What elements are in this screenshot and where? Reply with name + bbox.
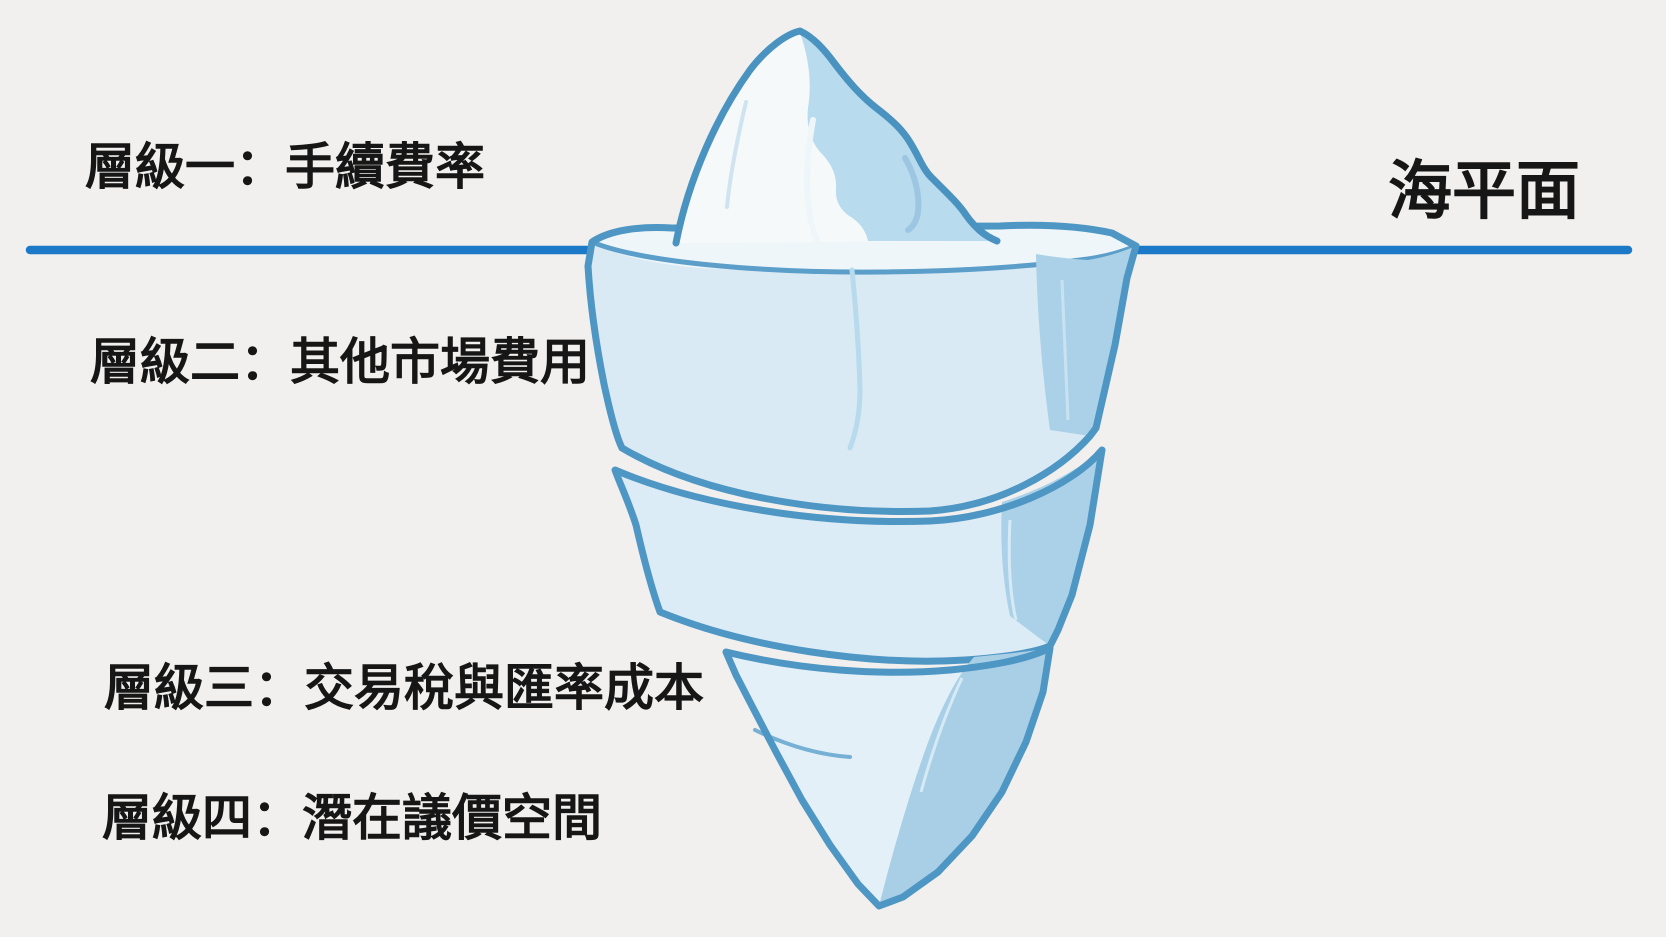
- iceberg-underwater-block-1: [584, 221, 1140, 515]
- iceberg-tip: [672, 27, 1001, 247]
- sea-level-label: 海平面: [1388, 155, 1580, 227]
- layer-1-label: 層級一：手續費率: [85, 139, 485, 195]
- layer-4-label: 層級四：潛在議價空間: [102, 790, 602, 846]
- layer-3-label: 層級三：交易稅與匯率成本: [104, 660, 704, 716]
- layer-2-label: 層級二：其他市場費用: [90, 334, 590, 390]
- iceberg-underwater-block-3: [722, 644, 1054, 910]
